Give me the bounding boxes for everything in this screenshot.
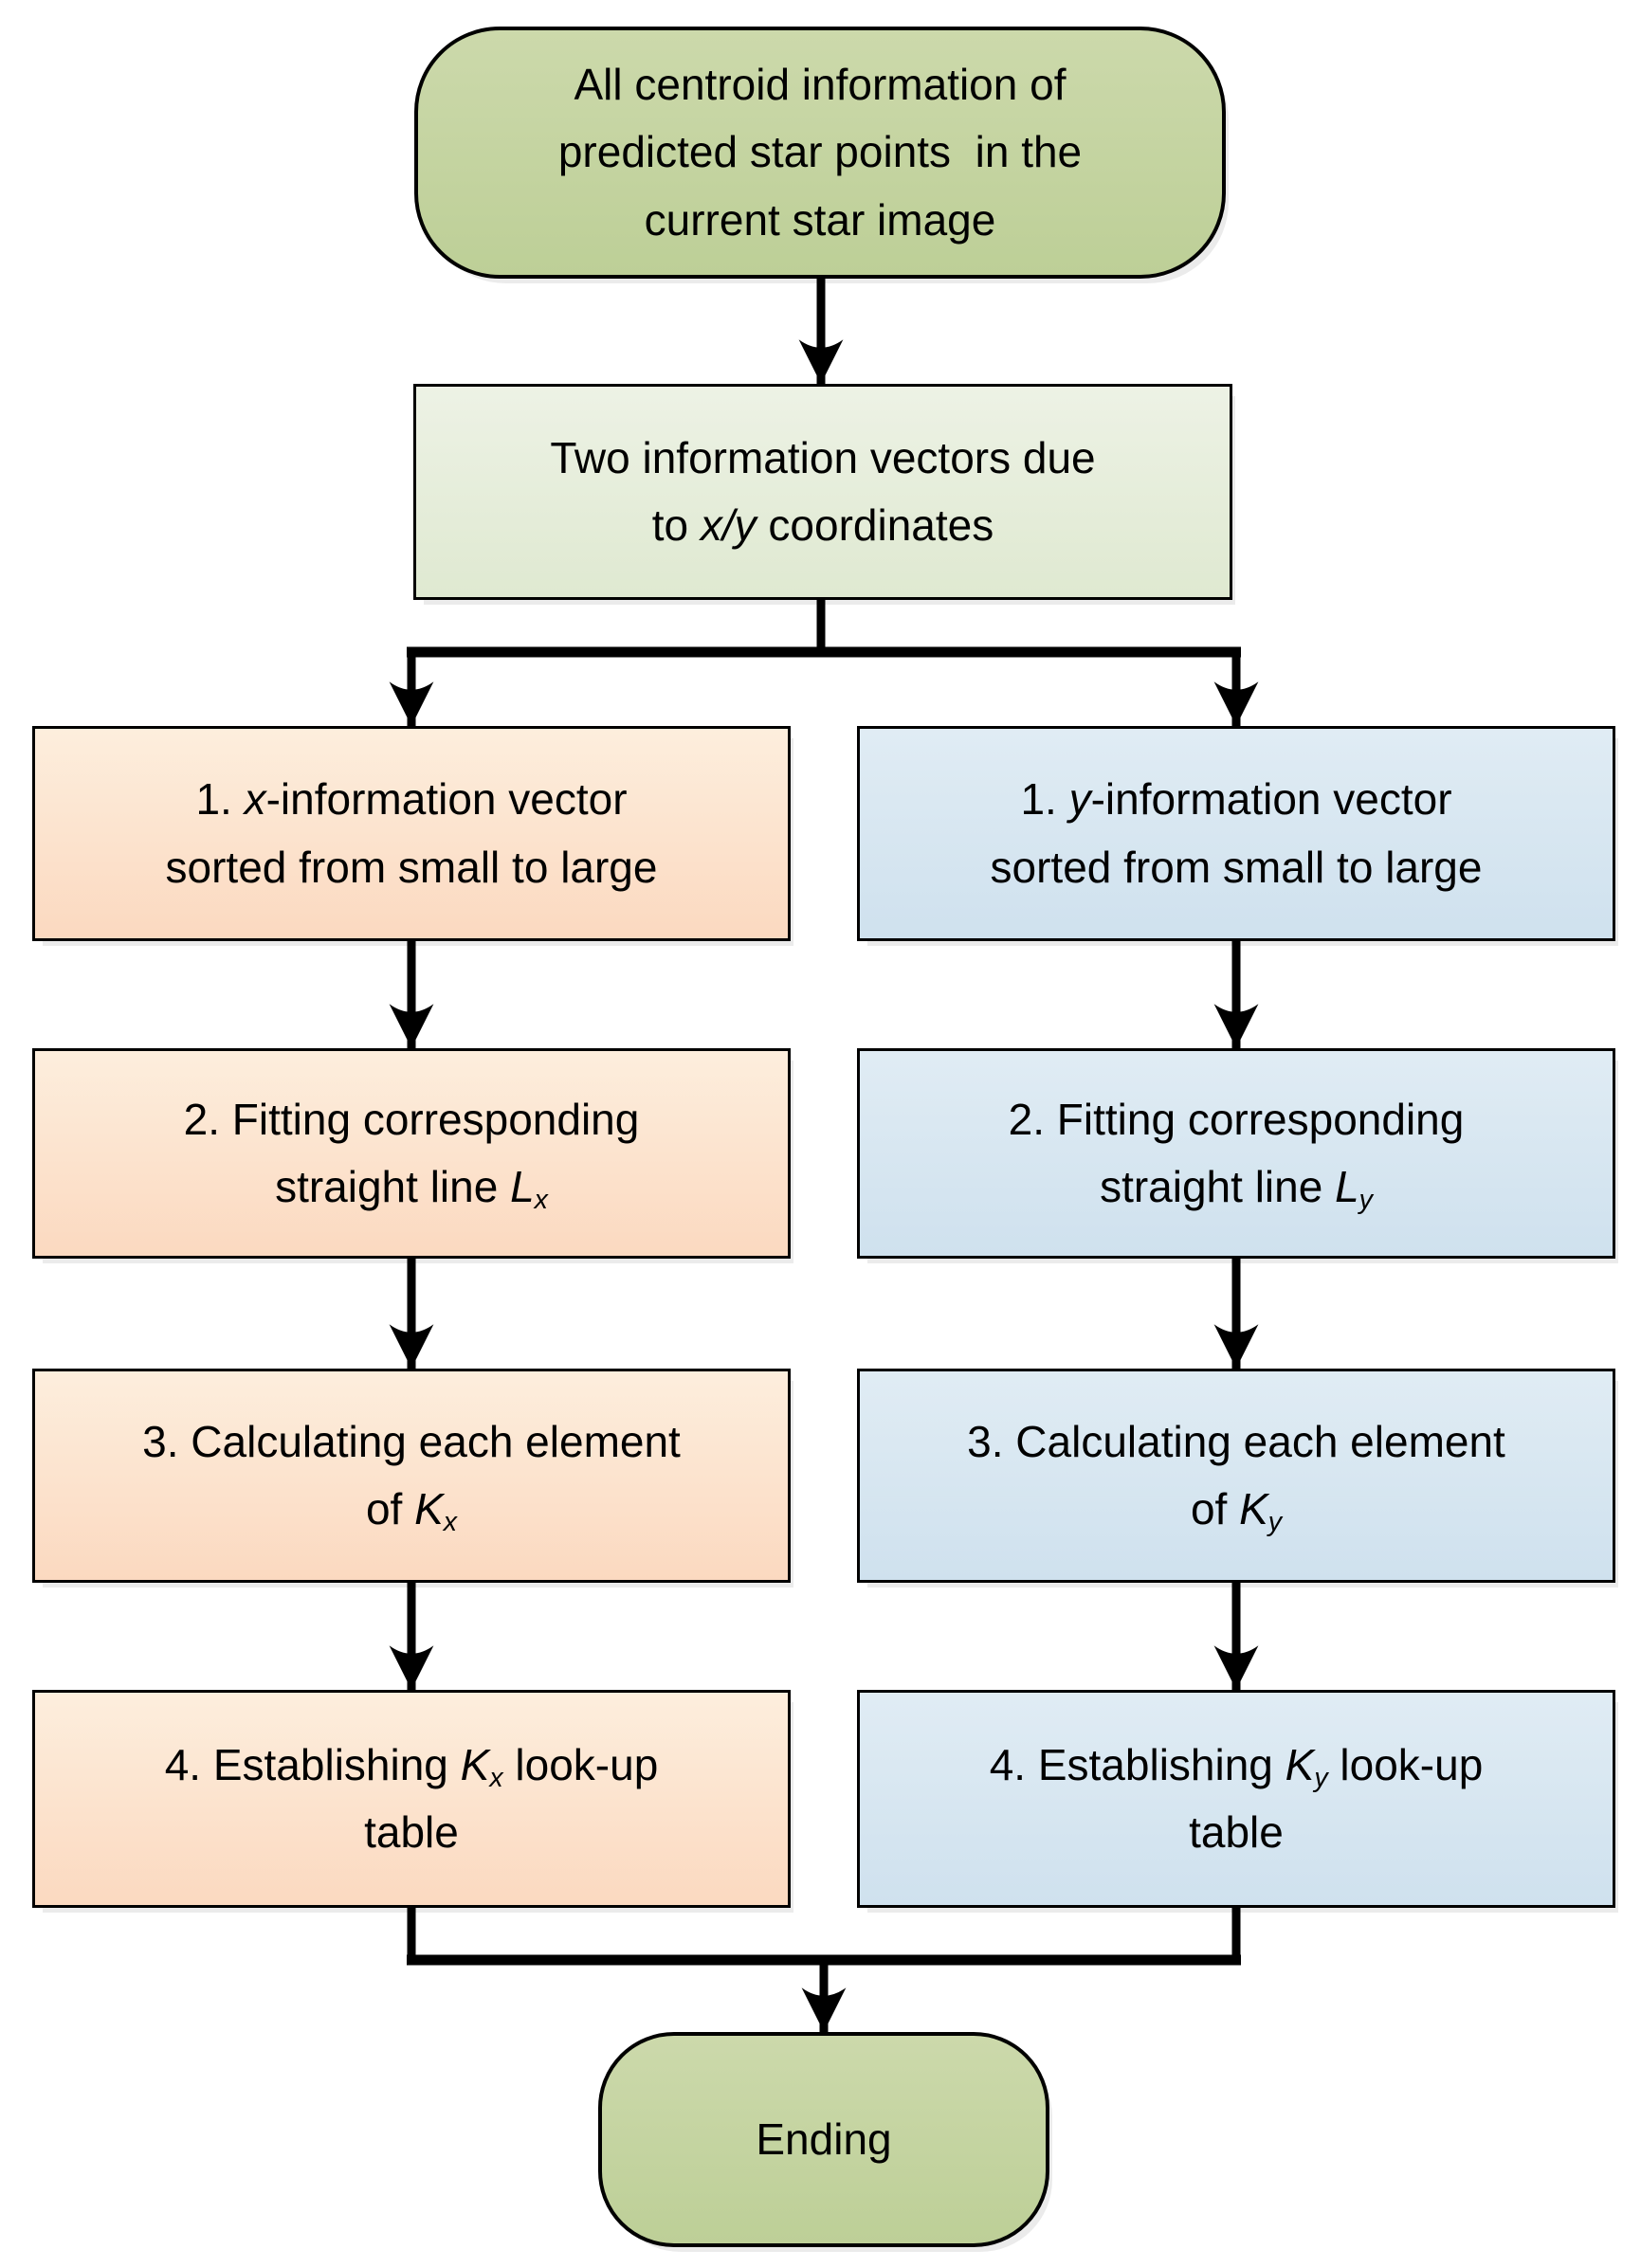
ending-node: Ending bbox=[598, 2032, 1049, 2247]
ending-node-label: Ending bbox=[756, 2114, 892, 2164]
